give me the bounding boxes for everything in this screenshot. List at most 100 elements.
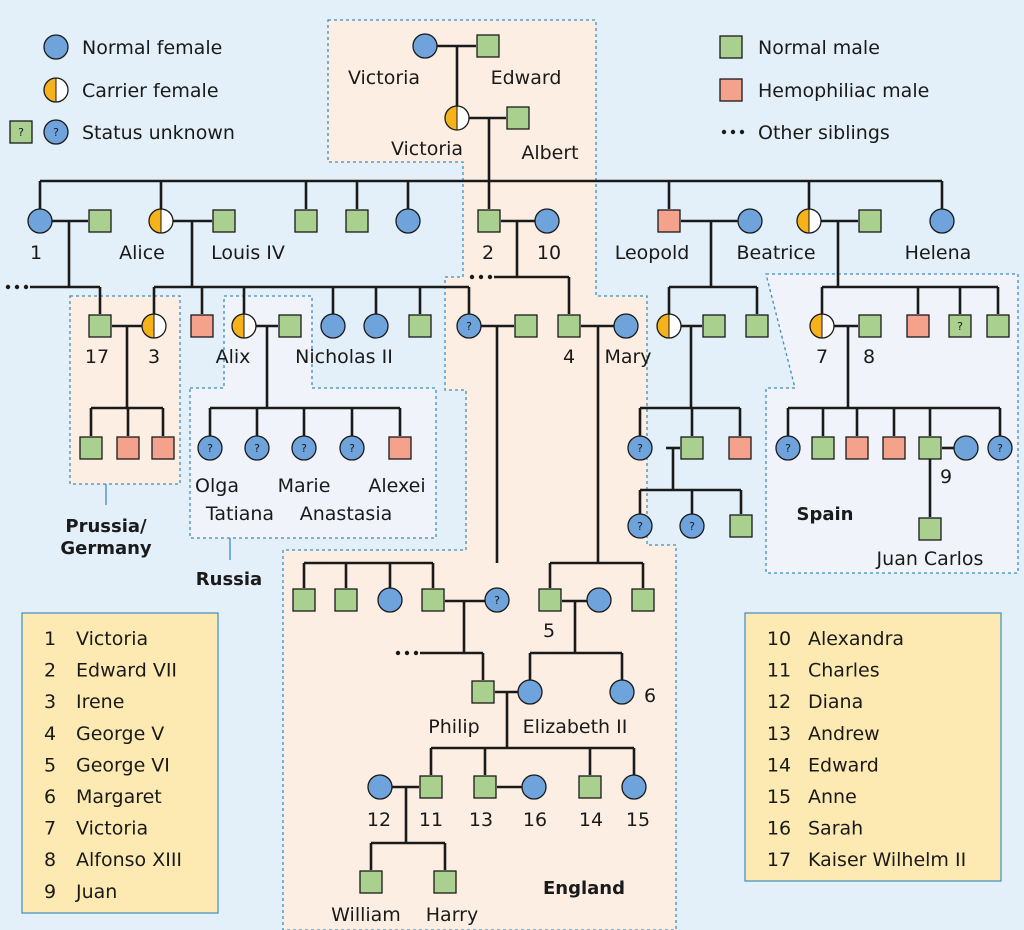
person-leopold-ggrand-c <box>729 514 753 538</box>
key-left-item-name: George V <box>76 723 164 745</box>
person-leopold-grand-a: ? <box>627 435 653 461</box>
unknown-mark: ? <box>494 594 500 607</box>
legend-male-symbol <box>719 35 743 59</box>
legend: Normal female Carrier female ? ? Status … <box>9 34 929 145</box>
person-leopold-grand-c <box>728 436 752 460</box>
person-leopold-son <box>745 314 769 338</box>
key-left-item-num: 4 <box>44 723 56 745</box>
label-marie: Marie <box>278 475 331 497</box>
region-label-england: England <box>543 878 625 899</box>
person-england-b <box>334 588 358 612</box>
key-right-item-name: Anne <box>808 786 857 808</box>
key-right-item-name: Diana <box>808 691 863 713</box>
key-left-item-num: 7 <box>44 818 56 840</box>
person-albert <box>506 106 530 130</box>
person-kaiser-wilhelm <box>88 314 112 338</box>
person-alexandra <box>534 208 560 234</box>
person-edward-vii <box>477 209 501 233</box>
person-nicholas-ii <box>278 314 302 338</box>
label-alix: Alix <box>216 346 251 368</box>
label-num-17: 17 <box>85 346 109 368</box>
legend-unknown-male-symbol <box>9 120 33 144</box>
person-alice <box>148 208 174 234</box>
label-alice: Alice <box>119 242 165 264</box>
person-juan <box>918 436 942 460</box>
unknown-mark: ? <box>637 442 643 455</box>
person-harry <box>433 870 457 894</box>
person-england-e: ? <box>484 587 510 613</box>
person-olga: ? <box>197 435 223 461</box>
person-irene <box>141 313 167 339</box>
pedigree-lines <box>38 44 1002 870</box>
person-leopold-daughter <box>656 313 682 339</box>
key-right-item-num: 17 <box>767 849 791 871</box>
label-num-14: 14 <box>579 809 603 831</box>
key-right-item-num: 12 <box>767 691 791 713</box>
person-sarah <box>521 774 547 800</box>
label-num-7: 7 <box>816 346 828 368</box>
key-right-item-num: 15 <box>767 786 791 808</box>
person-irene-son-b <box>116 436 140 460</box>
legend-carrier-female: Carrier female <box>82 80 219 102</box>
russia-region <box>189 295 437 539</box>
person-husband-1 <box>88 209 112 233</box>
label-elizabeth: Elizabeth II <box>523 716 628 738</box>
legend-unknown-female-symbol <box>43 119 69 145</box>
person-spain-d <box>882 436 906 460</box>
key-left-item-name: Juan <box>75 881 117 903</box>
person-edward-14 <box>578 775 602 799</box>
person-george-v <box>557 314 581 338</box>
person-beatrice-carrier <box>796 208 822 234</box>
spain-region <box>765 273 1019 574</box>
region-labels: Prussia/ Germany Russia Spain England <box>60 504 853 899</box>
key-left-item-num: 2 <box>44 660 56 682</box>
key-right-item-name: Sarah <box>808 818 863 840</box>
person-george-vi <box>538 588 562 612</box>
unknown-mark: ? <box>785 442 791 455</box>
legend-unknown-mark-female: ? <box>53 126 59 139</box>
label-num-12: 12 <box>367 809 391 831</box>
legend-other-siblings: Other siblings <box>758 122 890 144</box>
person-anastasia: ? <box>339 435 365 461</box>
person-spain-e: ? <box>987 435 1013 461</box>
person-juan-carlos <box>918 517 942 541</box>
person-victoria-top <box>412 33 438 59</box>
label-num-6: 6 <box>644 685 656 707</box>
label-num-5: 5 <box>543 620 555 642</box>
legend-normal-male: Normal male <box>758 37 880 59</box>
england-region <box>282 19 677 930</box>
label-num-8: 8 <box>863 346 875 368</box>
key-right-item-num: 16 <box>767 818 791 840</box>
label-num-16: 16 <box>523 809 547 831</box>
region-label-prussia-2: Germany <box>60 538 152 559</box>
label-num-4: 4 <box>563 346 575 368</box>
person-edward-daughter: ? <box>456 313 482 339</box>
person-alix <box>231 313 257 339</box>
label-num-11: 11 <box>419 809 443 831</box>
key-box-left <box>21 612 219 914</box>
legend-female-symbol <box>43 34 69 60</box>
person-leopold-son-in-law <box>702 314 726 338</box>
label-harry: Harry <box>426 904 478 926</box>
person-leopold-grand-b <box>680 436 704 460</box>
legend-carrier-symbol <box>43 77 69 103</box>
key-left-item-num: 6 <box>44 786 56 808</box>
person-charles <box>419 775 443 799</box>
key-left-item-num: 3 <box>44 691 56 713</box>
key-left-item-num: 8 <box>44 849 56 871</box>
key-left-item-name: George VI <box>76 754 170 776</box>
person-edward-daughter-husband <box>514 314 538 338</box>
key-right-item-name: Kaiser Wilhelm II <box>808 849 966 871</box>
person-alfonso-xiii <box>858 314 882 338</box>
key-left-item-name: Victoria <box>76 818 148 840</box>
key-right-item-name: Andrew <box>808 723 880 745</box>
label-num-2: 2 <box>482 242 494 264</box>
legend-normal-female: Normal female <box>82 37 222 59</box>
legend-unknown-mark-male: ? <box>18 126 24 139</box>
person-victoria-1 <box>27 208 53 234</box>
person-victoria-carrier <box>444 105 470 131</box>
region-label-russia: Russia <box>196 569 262 590</box>
